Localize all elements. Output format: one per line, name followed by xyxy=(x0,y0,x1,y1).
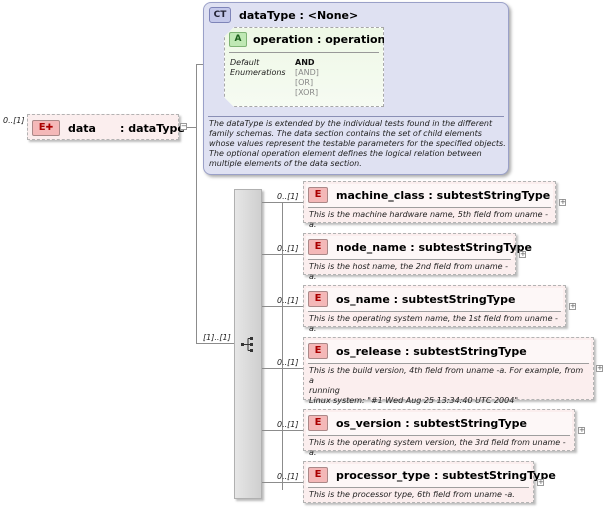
complex-type-title: dataType : <None> xyxy=(239,8,359,22)
element-badge: E xyxy=(308,343,328,359)
sequence-compositor[interactable] xyxy=(234,189,262,499)
attribute-card-operation[interactable]: A operation : operations Default Enumera… xyxy=(224,27,384,107)
expand-toggle[interactable]: + xyxy=(519,250,526,258)
complex-type-panel[interactable]: CT dataType : <None> A operation : opera… xyxy=(203,2,509,175)
child-element-documentation: This is the operating system name, the 1… xyxy=(309,314,558,333)
sequence-icon xyxy=(241,337,253,352)
child-occurs: 0..[1] xyxy=(277,192,299,201)
root-element-name: data xyxy=(68,121,96,135)
enumeration-item: [AND] xyxy=(295,68,319,77)
element-badge: E xyxy=(308,239,328,255)
child-element-documentation: This is the operating system version, th… xyxy=(309,438,566,457)
expand-toggle[interactable]: + xyxy=(596,364,603,372)
child-occurs: 0..[1] xyxy=(277,296,299,305)
enumeration-item: [OR] xyxy=(295,78,314,87)
child-element-title: machine_class : subtestStringType xyxy=(336,188,551,202)
child-element-documentation: This is the build version, 4th field fro… xyxy=(309,366,584,405)
sequence-occurs: [1]..[1] xyxy=(203,333,231,342)
element-badge: E xyxy=(308,187,328,203)
child-occurs: 0..[1] xyxy=(277,358,299,367)
child-element-documentation: This is the host name, the 2nd field fro… xyxy=(309,262,508,281)
child-element-documentation: This is the processor type, 6th field fr… xyxy=(309,490,515,499)
root-collapse-toggle[interactable]: − xyxy=(180,122,187,130)
element-badge: E✚ xyxy=(32,120,60,136)
attribute-title: operation : operations xyxy=(253,33,392,46)
element-badge: E xyxy=(308,291,328,307)
child-element-title: os_name : subtestStringType xyxy=(336,292,516,306)
child-element-title: processor_type : subtestStringType xyxy=(336,468,556,482)
expand-toggle[interactable]: + xyxy=(578,426,585,434)
element-badge: E xyxy=(308,467,328,483)
default-value: AND xyxy=(295,58,315,67)
child-element-title: node_name : subtestStringType xyxy=(336,240,533,254)
attribute-badge: A xyxy=(229,32,247,47)
child-occurs: 0..[1] xyxy=(277,472,299,481)
root-occurs: 0..[1] xyxy=(3,116,25,125)
default-label: Default xyxy=(230,58,260,67)
root-element-data[interactable]: E✚ data : dataType xyxy=(27,114,185,140)
complex-type-badge: CT xyxy=(209,7,231,23)
expand-toggle[interactable]: + xyxy=(569,302,576,310)
child-element-title: os_release : subtestStringType xyxy=(336,344,527,358)
child-element-documentation: This is the machine hardware name, 5th f… xyxy=(309,210,549,229)
expand-toggle[interactable]: + xyxy=(559,198,566,206)
expand-toggle[interactable]: + xyxy=(537,478,544,486)
complex-type-documentation: The dataType is extended by the individu… xyxy=(209,119,506,168)
child-occurs: 0..[1] xyxy=(277,244,299,253)
element-badge: E xyxy=(308,415,328,431)
enumeration-item: [XOR] xyxy=(295,88,319,97)
root-element-type: : dataType xyxy=(119,121,185,135)
child-occurs: 0..[1] xyxy=(277,420,299,429)
enumerations-label: Enumerations xyxy=(230,68,286,77)
child-element-title: os_version : subtestStringType xyxy=(336,416,527,430)
